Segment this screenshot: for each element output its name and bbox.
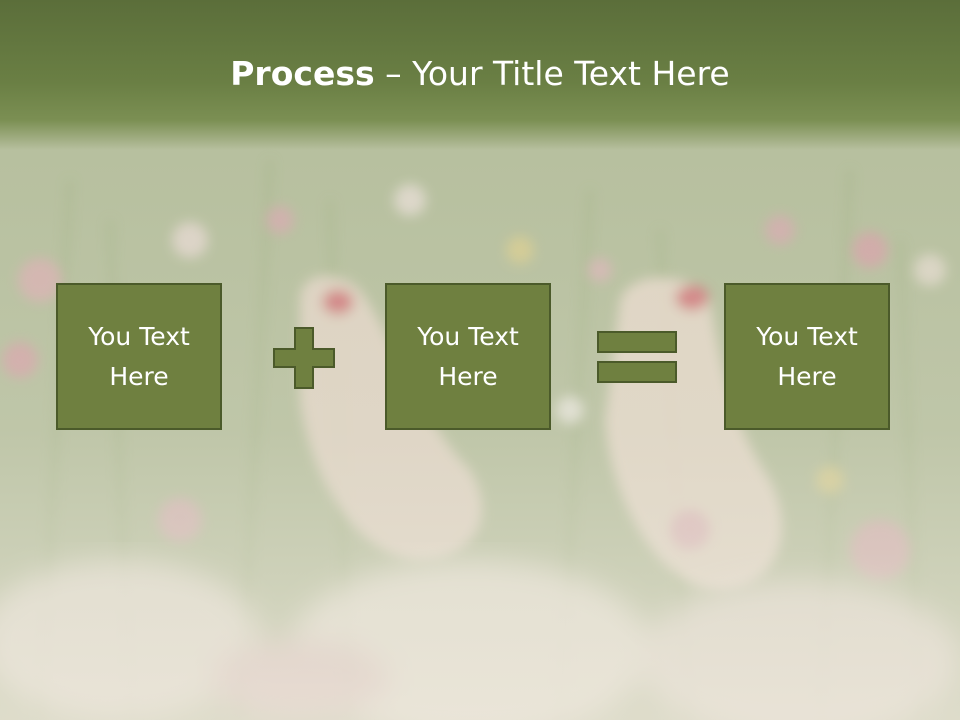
title-bold: Process [230,54,375,93]
process-box-1[interactable]: You Text Here [56,283,222,430]
plus-icon [273,327,335,389]
header-band [0,0,960,150]
process-box-3[interactable]: You Text Here [724,283,890,430]
equals-icon [597,331,677,383]
process-box-2[interactable]: You Text Here [385,283,551,430]
slide-title: Process – Your Title Text Here [0,52,960,96]
title-rest: – Your Title Text Here [374,54,730,93]
